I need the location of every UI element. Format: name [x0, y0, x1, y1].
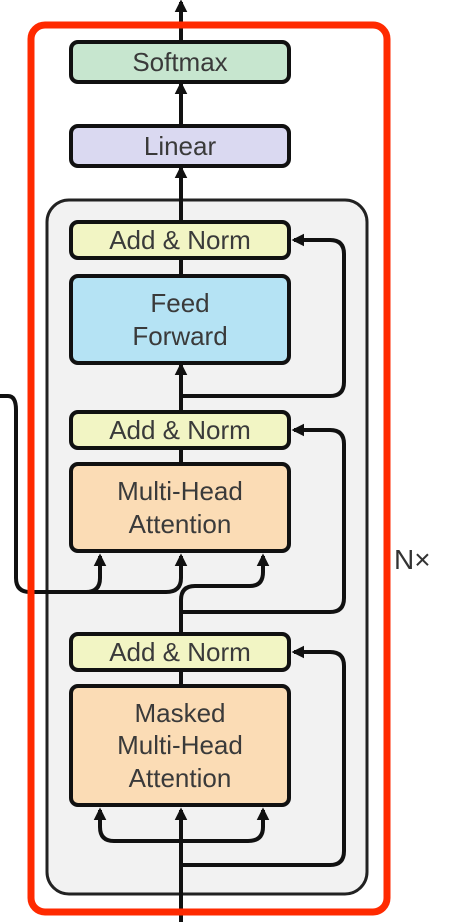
query-arrow: [179, 553, 270, 632]
softmax-label: Softmax: [132, 46, 228, 77]
add-norm-label-1: Add & Norm: [109, 636, 251, 667]
mha-residual-arrow: [181, 423, 346, 614]
add-norm-block-2: Add & Norm: [69, 410, 291, 450]
multi-head-attention-label-line1: Multi-Head: [117, 476, 243, 506]
ffn-residual-arrow: [181, 233, 346, 398]
linear-block: Linear: [69, 124, 291, 168]
feed-forward-block: Feed Forward: [69, 274, 291, 365]
input-split-left-arrow: [93, 807, 181, 843]
linear-label: Linear: [143, 130, 217, 161]
add-norm-block-1: Add & Norm: [69, 632, 291, 672]
multi-head-attention-block: Multi-Head Attention: [69, 462, 291, 553]
input-split-right-arrow: [181, 807, 270, 843]
multi-head-attention-label-line2: Attention: [128, 508, 232, 539]
feed-forward-label-line1: Feed: [150, 288, 210, 318]
masked-attention-label-line2: Multi-Head: [117, 730, 243, 761]
encoder-output-arrow-v: [86, 553, 188, 594]
masked-mha-residual-arrow: [181, 645, 346, 867]
repeat-count-label: N×: [394, 544, 431, 575]
add-norm-block-3: Add & Norm: [69, 220, 291, 260]
masked-attention-label-line1: Masked: [134, 697, 226, 728]
highlight-frame: [27, 21, 391, 916]
add-norm-label-2: Add & Norm: [109, 414, 251, 445]
add-norm-label-3: Add & Norm: [109, 224, 251, 255]
masked-multi-head-attention-block: Masked Multi-Head Attention: [69, 684, 291, 807]
feed-forward-label-line2: Forward: [132, 320, 228, 351]
encoder-output-arrow-k: [0, 394, 107, 594]
masked-attention-label-line3: Attention: [128, 762, 232, 793]
softmax-block: Softmax: [69, 40, 291, 84]
